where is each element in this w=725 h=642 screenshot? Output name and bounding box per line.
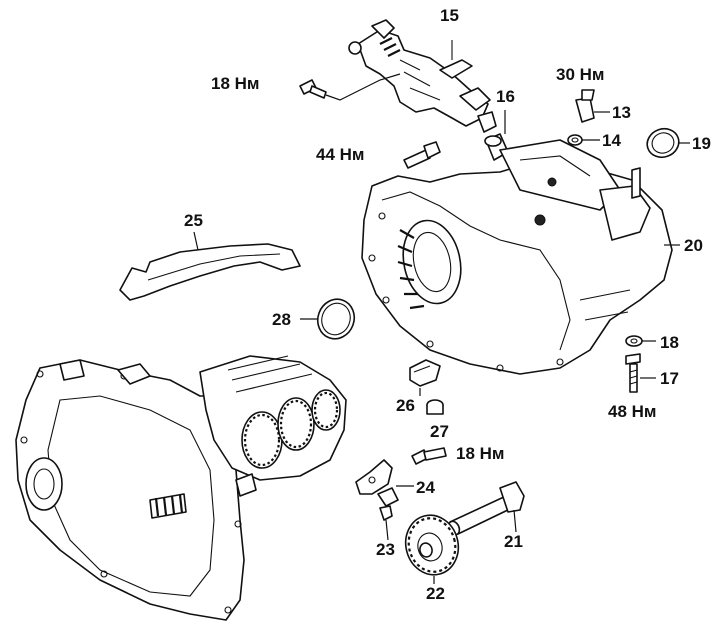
callout-26: 26: [396, 396, 415, 415]
shaft-21: [447, 481, 525, 536]
callout-19: 19: [692, 134, 711, 153]
callout-28: 28: [272, 310, 291, 329]
callout-13: 13: [612, 103, 631, 122]
callout-25: 25: [184, 211, 203, 230]
washer-18: [625, 335, 656, 347]
shift-control-assembly: [348, 19, 497, 133]
washer-14: [567, 134, 600, 146]
callout-20: 20: [684, 236, 703, 255]
torque-switch-13: 30 Нм: [556, 65, 605, 84]
callout-17: 17: [660, 369, 679, 388]
bolt-24: [411, 447, 447, 465]
bolt-44: [403, 141, 441, 169]
torque-bolt-44: 44 Нм: [316, 145, 365, 164]
bracket-25: [119, 231, 301, 301]
clutch-housing-assembly: [15, 355, 347, 621]
torque-bolt-17: 48 Нм: [608, 402, 657, 421]
torque-bolt-15: 18 Нм: [211, 74, 260, 93]
callout-24: 24: [416, 478, 435, 497]
callout-18: 18: [660, 333, 679, 352]
o-ring-28: [300, 298, 356, 340]
transmission-case: [361, 139, 680, 375]
torque-bolt-24: 18 Нм: [456, 444, 505, 463]
callout-21: 21: [504, 532, 523, 551]
callout-23: 23: [376, 540, 395, 559]
callout-22: 22: [426, 584, 445, 603]
callout-15: 15: [440, 6, 459, 25]
bolt-17: [625, 353, 656, 393]
callout-16: 16: [496, 87, 515, 106]
gear-22: [404, 514, 460, 584]
plug-27: [426, 399, 444, 415]
pin-23: [379, 505, 393, 541]
clip-26: [409, 359, 441, 396]
callout-14: 14: [602, 131, 621, 150]
callout-27: 27: [430, 422, 449, 441]
bolt-top-left: [299, 73, 401, 101]
reverse-switch: [575, 89, 610, 123]
lever-24: [355, 459, 414, 507]
seal-ring-19: [646, 127, 690, 159]
